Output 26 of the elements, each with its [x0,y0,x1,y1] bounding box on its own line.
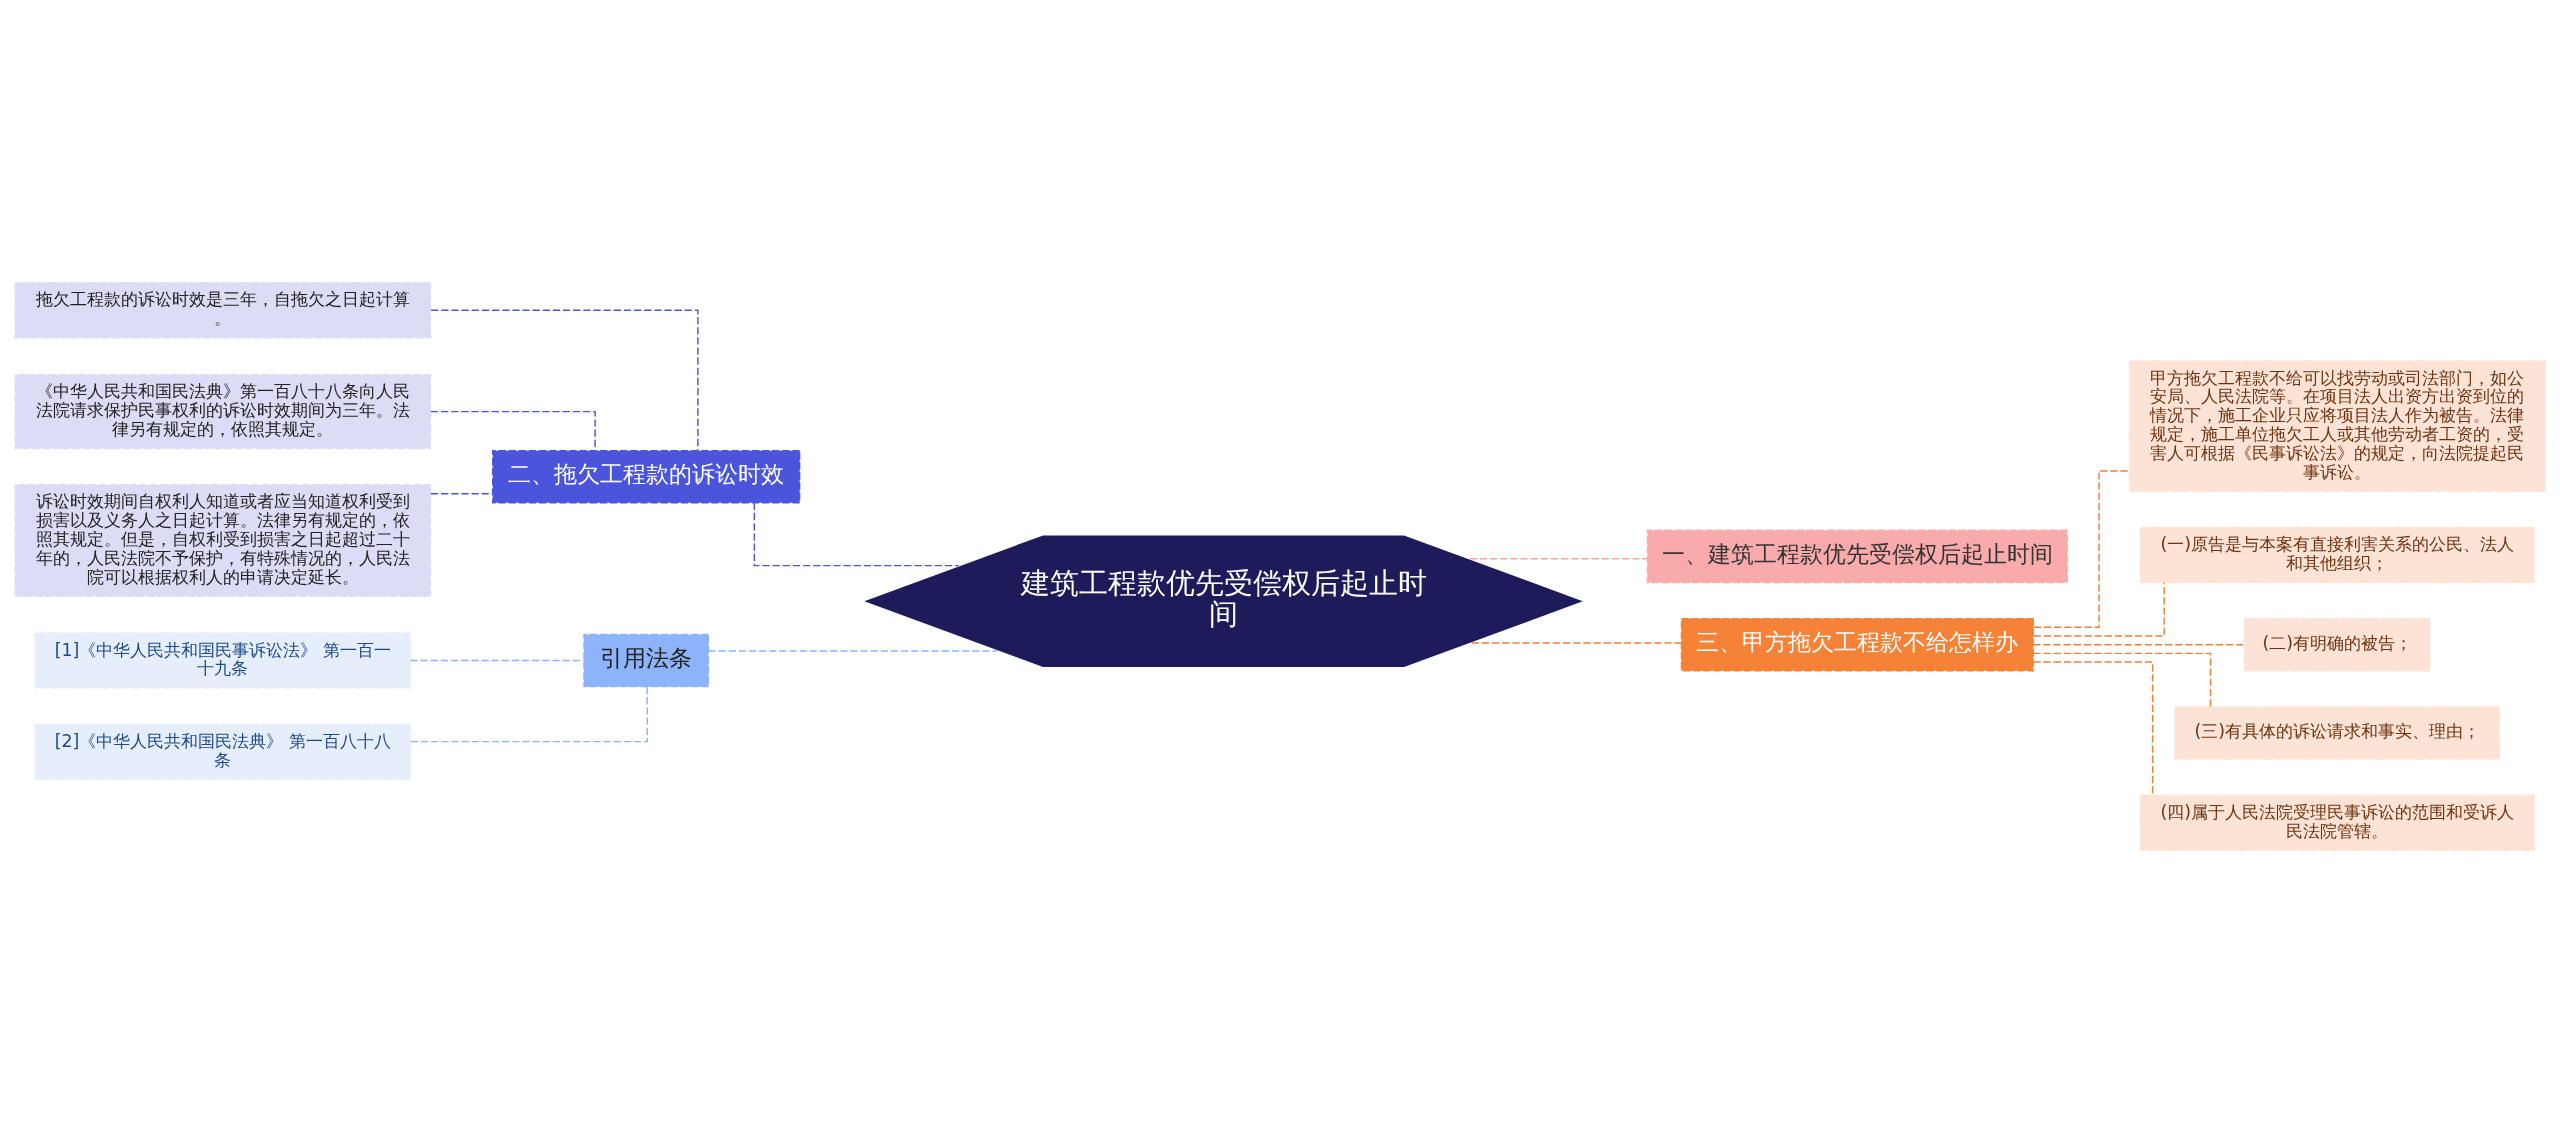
connector [707,649,998,652]
connector [2032,581,2165,637]
connector [2032,660,2154,796]
connector [753,501,960,566]
node-box: (三)有具体的诉讼请求和事实、理由； [2174,705,2501,760]
node-box: 诉讼时效期间自权利人知道或者应当知道权利受到损害以及义务人之日起计算。法律另有规定的，依照其规定。但是，自权利受到损害之日起超过二十年的，人民法院不予保护，有特殊情况的，人民法院可以根据权利人的申请决定延长。 [14,483,432,597]
node-box: 拖欠工程款的诉讼时效是三年，自拖欠之日起计算。 [14,281,432,339]
node-box: (一)原告是与本案有直接利害关系的公民、法人和其他组织； [2139,526,2535,583]
connector [1469,557,1649,559]
node-box: (四)属于人民法院受理民事诉讼的范围和受诉人民法院管辖。 [2139,794,2535,851]
node-box: 《中华人民共和国民法典》第一百八十八条向人民法院请求保护民事权利的诉讼时效期间为三年。法律另有规定的，依照其规定。 [14,373,432,449]
node-box: 甲方拖欠工程款不给可以找劳动或司法部门，如公安局、人民法院等。在项目法人出资方出资到位的情况下，施工企业只应将项目法人作为被告。法律规定，施工单位拖欠工人或其他劳动者工资的，受害人可根据《民事诉讼法》的规定，向法院提起民事诉讼。 [2128,359,2546,492]
node-box: 二、拖欠工程款的诉讼时效 [492,449,801,504]
connector [1471,641,1682,644]
node-box: 引用法条 [583,633,710,687]
connector [410,685,648,742]
connector [430,309,699,451]
connector [409,659,585,661]
node-box: 一、建筑工程款优先受偿权后起止时间 [1646,529,2068,583]
connector [2032,469,2130,628]
connector [2032,643,2245,645]
node-box: [1]《中华人民共和国民事诉讼法》 第一百一十九条 [34,631,411,689]
node-box: [2]《中华人民共和国民法典》 第一百八十八条 [34,723,411,780]
node-box: 三、甲方拖欠工程款不给怎样办 [1680,617,2034,671]
node-box: (二)有明确的被告； [2243,617,2431,671]
connector [2032,652,2212,708]
